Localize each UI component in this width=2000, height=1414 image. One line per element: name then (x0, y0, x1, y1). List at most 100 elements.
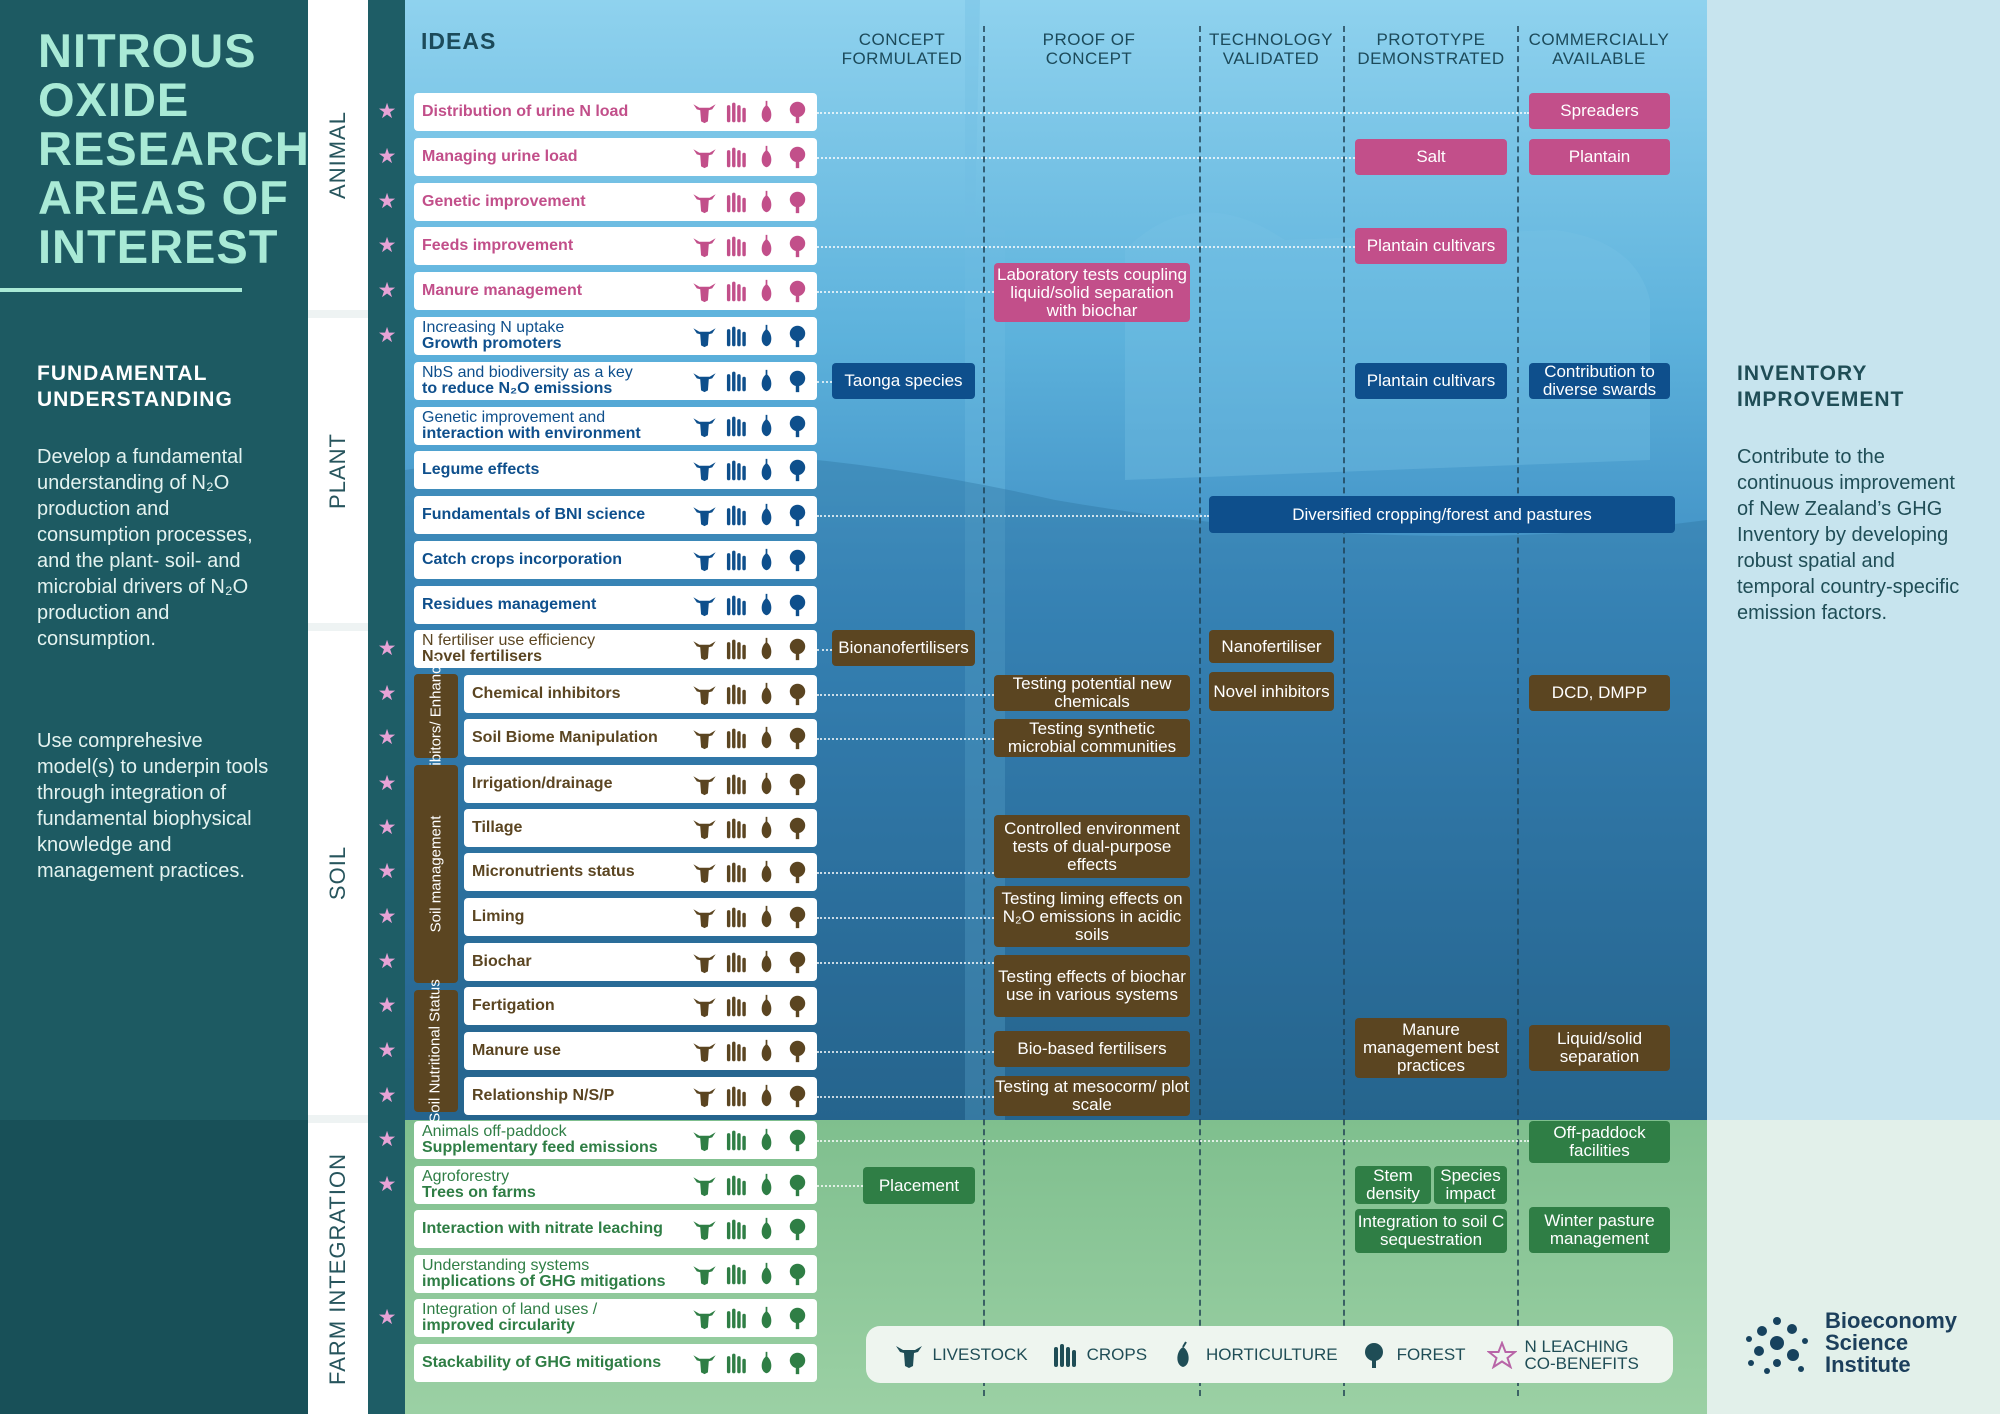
forest-icon (789, 504, 806, 527)
idea-label: Irrigation/drainage (464, 776, 691, 792)
legend-livestock-label: LIVESTOCK (932, 1344, 1028, 1364)
forest-icon (789, 594, 806, 617)
idea-label: Stackability of GHG mitigations (414, 1355, 691, 1371)
idea-row: Manure use (464, 1032, 817, 1070)
category-soil: SOIL (308, 631, 368, 1115)
crops-icon (726, 1041, 746, 1062)
category-animal: ANIMAL (308, 0, 368, 310)
idea-label-line2: Feeds improvement (422, 237, 574, 254)
idea-label-line1: Integration of land uses / (422, 1301, 598, 1318)
idea-label: Genetic improvement (414, 194, 691, 210)
horticulture-icon (761, 100, 772, 123)
outcome-box: Liquid/solid separation (1529, 1025, 1670, 1071)
crops-icon (726, 907, 746, 928)
connector-line (817, 694, 994, 696)
subgroup-nutritional: Soil Nutritional Status (414, 979, 458, 1123)
idea-label-line2: to reduce N₂O emissions (422, 380, 613, 397)
idea-label: Interaction with nitrate leaching (414, 1221, 691, 1237)
idea-row: Tillage (464, 809, 817, 847)
crops-icon (726, 281, 746, 302)
sector-icons (691, 1173, 817, 1197)
outcome-box: Spreaders (1529, 93, 1670, 129)
idea-row: Micronutrients status (464, 853, 817, 891)
stage-divider (983, 26, 985, 1396)
outcome-box: Testing at mesocorm/ plot scale (994, 1076, 1190, 1116)
inventory-body: Contribute to the continuous improvement… (1737, 446, 1960, 624)
idea-row: Legume effects (414, 451, 817, 489)
idea-label-line2: Biochar (472, 953, 532, 970)
horticulture-icon (761, 905, 772, 928)
outcome-box: Integration to soil C sequestration (1355, 1209, 1507, 1253)
livestock-icon (896, 1345, 923, 1368)
crops-icon (726, 192, 746, 213)
n-leaching-star-icon: ★ (377, 726, 397, 749)
livestock-icon (693, 1355, 716, 1375)
crops-icon (726, 550, 746, 571)
outcome-box: Bio-based fertilisers (994, 1031, 1190, 1067)
idea-label: Chemical inhibitors (464, 686, 691, 702)
n-leaching-star-icon: ★ (377, 145, 397, 168)
logo-line: Bioeconomy (1825, 1308, 1958, 1333)
idea-label-line1: N fertiliser use efficiency (422, 632, 596, 649)
sector-icons (691, 1351, 817, 1375)
livestock-icon (693, 641, 716, 661)
n-leaching-star-icon: ★ (377, 1128, 397, 1151)
n-leaching-star-icon: ★ (377, 279, 397, 302)
legend-horticulture: HORTICULTURE (1168, 1340, 1338, 1369)
horticulture-icon (761, 682, 772, 705)
livestock-icon (693, 194, 716, 214)
idea-label-line2: implications of GHG mitigations (422, 1273, 666, 1290)
idea-label-line2: Residues management (422, 596, 597, 613)
idea-row: Catch crops incorporation (414, 541, 817, 579)
category-soil-label: SOIL (324, 845, 350, 901)
connector-line (817, 1140, 1529, 1142)
connector-line (817, 917, 994, 919)
idea-label: Manure management (414, 283, 691, 299)
connector-line (817, 649, 832, 651)
idea-label-line1: Understanding systems (422, 1257, 590, 1274)
crops-icon (726, 371, 746, 392)
livestock-icon (693, 686, 716, 706)
horticulture-icon (761, 637, 772, 660)
idea-label-line2: Growth promoters (422, 335, 562, 352)
connector-line (817, 872, 994, 874)
horticulture-icon (761, 950, 772, 973)
crops-icon (726, 774, 746, 795)
crops-icon (726, 862, 746, 883)
logo-mark-icon (1746, 1317, 1808, 1374)
star-bar (368, 0, 405, 1414)
forest-icon (789, 1307, 806, 1330)
horticulture-icon (761, 190, 772, 213)
connector-line (817, 246, 1355, 248)
title-rule (0, 288, 242, 292)
legend-n-leaching: N LEACHING CO-BENEFITS (1486, 1338, 1645, 1372)
horticulture-icon (761, 1084, 772, 1107)
crops-icon (726, 102, 746, 123)
connector-line (817, 962, 994, 964)
n-leaching-star-icon: ★ (377, 994, 397, 1017)
legend-crops: CROPS (1049, 1341, 1147, 1369)
sector-icons (691, 324, 817, 348)
fundamental-heading: FUNDAMENTAL UNDERSTANDING (37, 362, 233, 411)
logo-line: Institute (1825, 1352, 1911, 1377)
n-leaching-star-icon: ★ (377, 1084, 397, 1107)
idea-label-line1: Agroforestry (422, 1168, 510, 1185)
n-leaching-star-icon: ★ (377, 905, 397, 928)
forest-icon (1364, 1342, 1383, 1368)
horticulture-icon (761, 726, 772, 749)
horticulture-icon (1177, 1340, 1189, 1367)
idea-row: Feeds improvement (414, 227, 817, 265)
forest-icon (789, 683, 806, 706)
idea-label-line2: Genetic improvement (422, 193, 586, 210)
page-title: NITROUS OXIDE RESEARCH AREAS OF INTEREST (38, 24, 310, 273)
outcome-box: Nanofertiliser (1209, 630, 1334, 663)
left-panel-bottom (0, 1120, 308, 1414)
idea-label-line2: Soil Biome Manipulation (472, 729, 658, 746)
outcome-box: Testing liming effects on N₂O emissions … (994, 886, 1190, 947)
idea-label-line1: Genetic improvement and (422, 409, 606, 426)
idea-row: Interaction with nitrate leaching (414, 1210, 817, 1248)
